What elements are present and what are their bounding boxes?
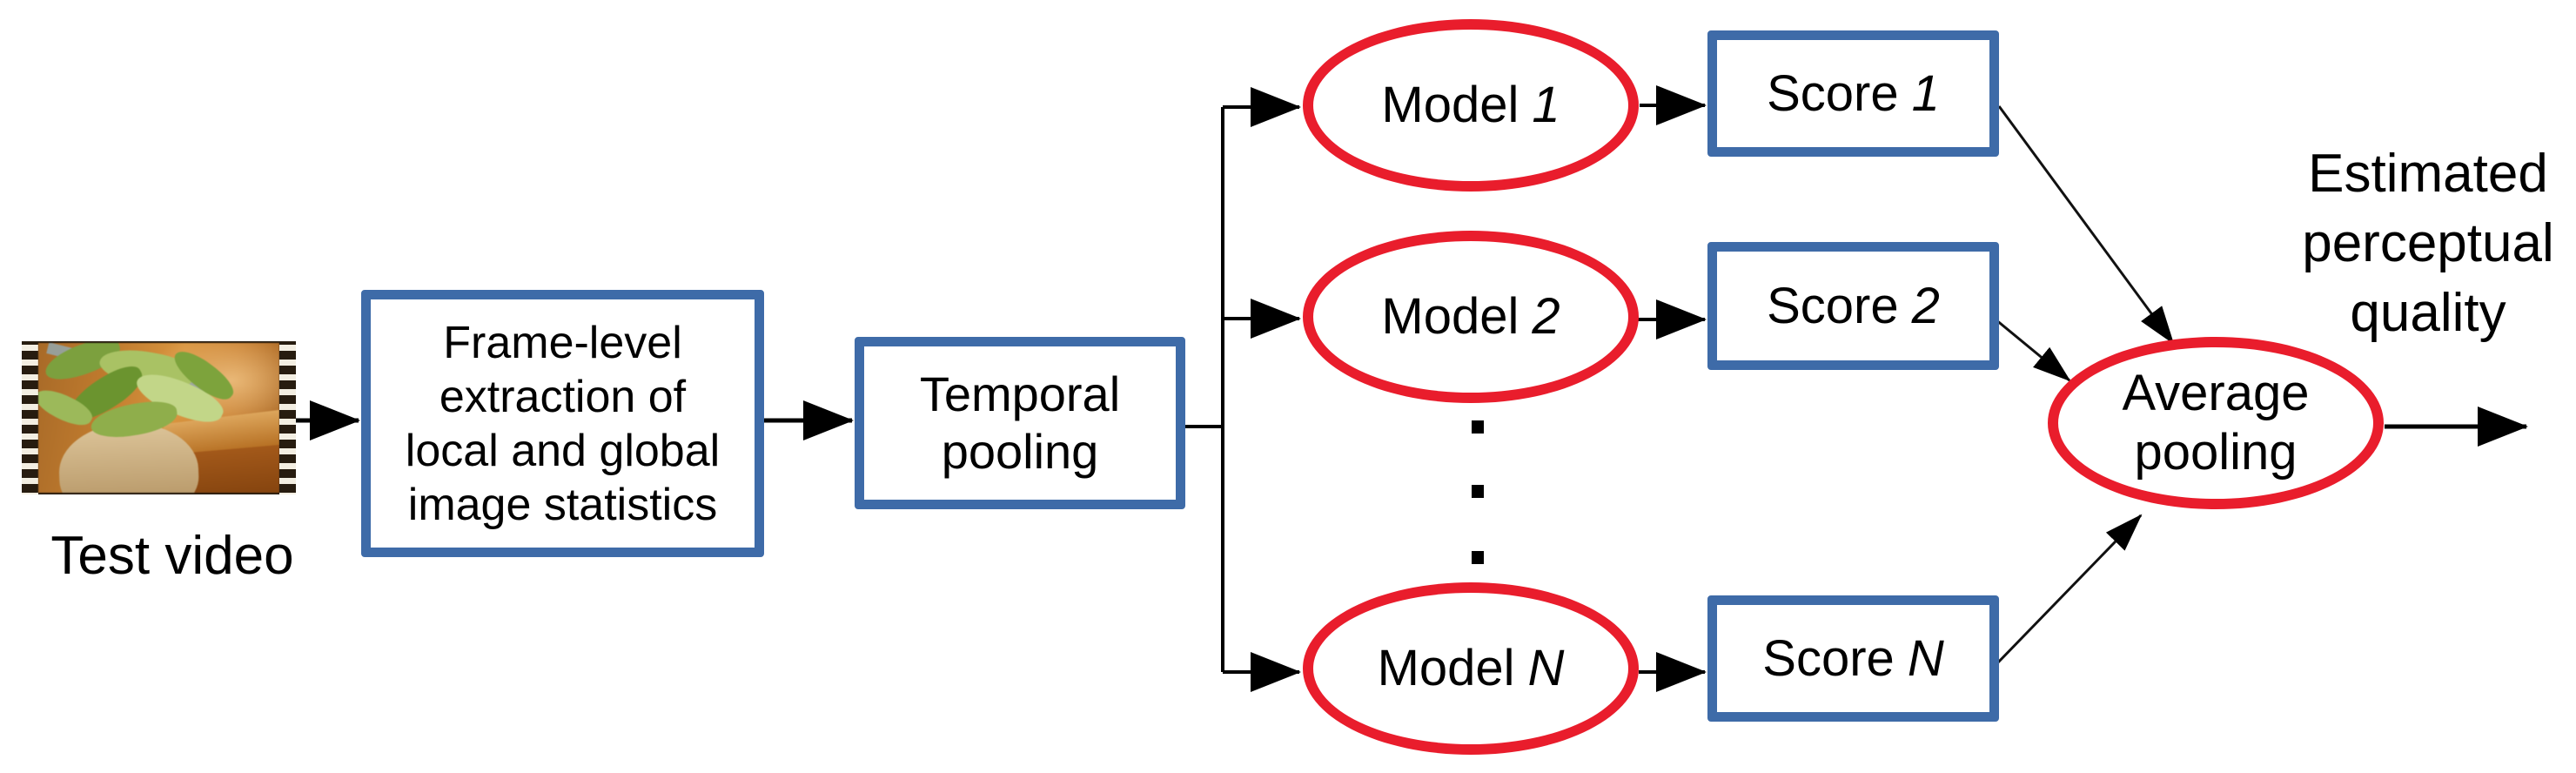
- average-pooling-line: Average: [2122, 365, 2310, 421]
- frame-box-line: extraction of: [439, 371, 687, 422]
- vertical-ellipsis-dot: [1472, 551, 1484, 564]
- output-label-line: perceptual: [2302, 213, 2554, 273]
- frame-box-line: image statistics: [407, 479, 718, 530]
- temporal-pooling-box: Temporal pooling: [855, 337, 1185, 509]
- arrow-score-2-to-average: [1995, 318, 2071, 382]
- test-video-thumbnail: [22, 341, 296, 494]
- average-pooling-line: pooling: [2134, 424, 2298, 481]
- test-video-label: Test video: [50, 526, 294, 586]
- temporal-box-line: pooling: [941, 424, 1099, 479]
- vertical-ellipsis-dot: [1472, 420, 1484, 434]
- temporal-box-line: Temporal: [919, 366, 1121, 421]
- video-frame-photo: [38, 343, 279, 493]
- output-label-line: quality: [2350, 283, 2506, 343]
- film-strip-left-icon: [22, 341, 38, 494]
- vertical-ellipsis-dot: [1472, 485, 1484, 498]
- estimated-perceptual-quality-label: Estimated perceptual quality: [2271, 139, 2576, 348]
- frame-box-line: local and global: [405, 425, 721, 476]
- frame-box-line: Frame-level: [443, 317, 682, 368]
- film-strip-right-icon: [279, 341, 296, 494]
- arrow-score-1-to-average: [1997, 105, 2175, 345]
- frame-level-extraction-box: Frame-level extraction of local and glob…: [361, 290, 764, 557]
- average-pooling-ellipse: Average pooling: [2048, 337, 2384, 509]
- arrow-score-n-to-average: [1994, 514, 2143, 667]
- output-label-line: Estimated: [2308, 144, 2548, 204]
